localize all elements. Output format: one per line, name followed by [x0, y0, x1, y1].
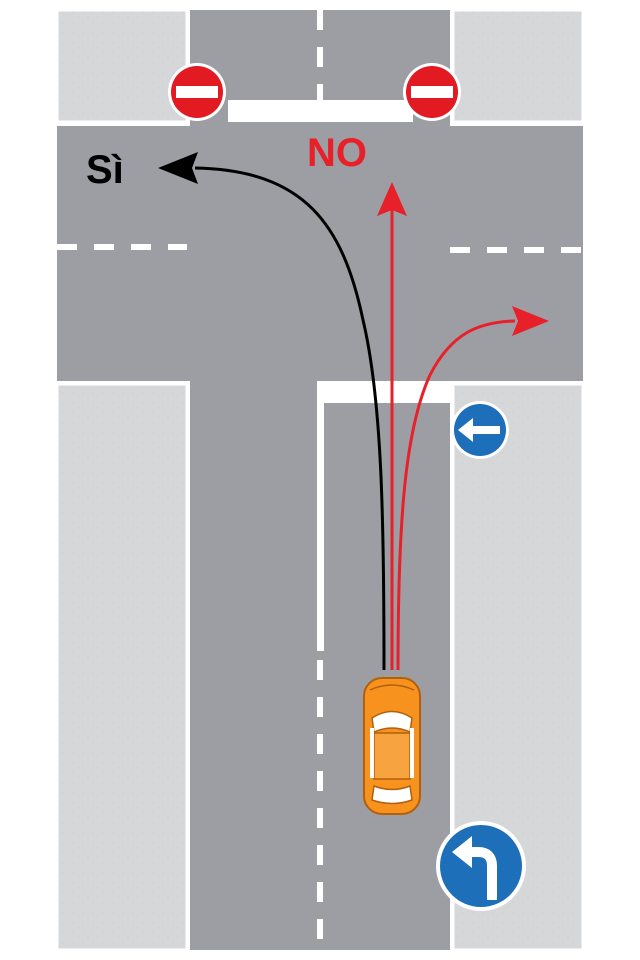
top-edge-strip	[57, 122, 583, 126]
stop-line-bottom	[320, 381, 450, 403]
turn-left-icon	[436, 821, 526, 911]
allowed-left-path	[158, 152, 386, 671]
arrow-head-right	[512, 306, 549, 336]
arrow-head-up	[377, 182, 407, 216]
label-no: NO	[307, 131, 367, 175]
no-entry-icon	[403, 63, 461, 121]
left-arrow-icon	[451, 401, 509, 459]
lane-divider-solid	[317, 381, 324, 651]
road-markings	[228, 100, 450, 651]
label-yes: Sì	[86, 148, 124, 192]
stop-line-top	[228, 100, 413, 122]
no-entry-icon	[168, 63, 226, 121]
forbidden-right-path	[396, 306, 549, 671]
lane-dashes	[57, 10, 583, 950]
car	[363, 677, 421, 815]
forbidden-straight-path	[377, 182, 407, 670]
arrow-head-left	[158, 152, 198, 184]
